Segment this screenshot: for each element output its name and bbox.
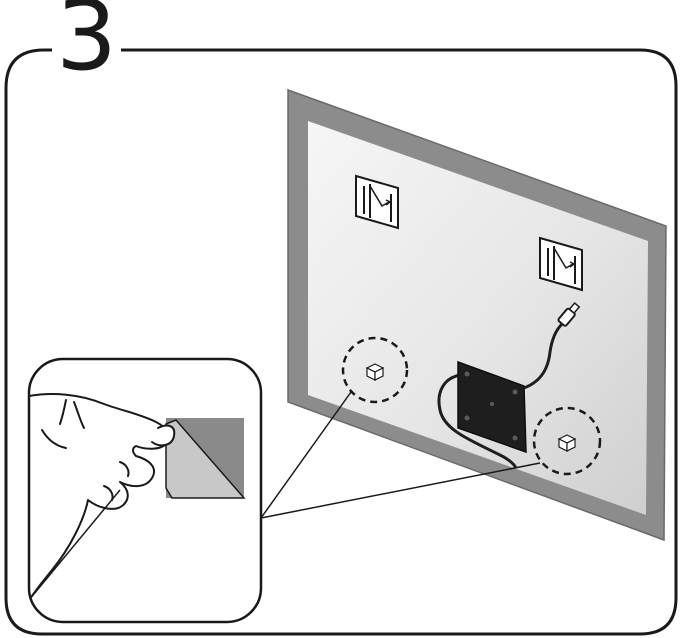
adhesive-pad-location <box>341 336 409 404</box>
detail-inset <box>27 357 263 624</box>
wall-hanger-icon <box>539 236 583 292</box>
adhesive-pad-location <box>532 406 602 476</box>
peeled-backing <box>165 419 246 499</box>
step-number: 3 <box>52 0 122 84</box>
callout-line <box>260 462 541 519</box>
cable-plug-icon <box>557 301 581 327</box>
hand-illustration <box>29 393 176 601</box>
adhesive-pad-icon <box>365 363 385 381</box>
wall-hanger-icon <box>355 174 399 230</box>
power-cable <box>517 322 564 392</box>
callout-line <box>260 391 352 519</box>
step-border <box>4 48 678 636</box>
power-cable-loop <box>437 373 518 469</box>
power-driver-module <box>457 360 527 454</box>
adhesive-pad-icon <box>557 434 577 452</box>
module-screws <box>464 371 518 441</box>
